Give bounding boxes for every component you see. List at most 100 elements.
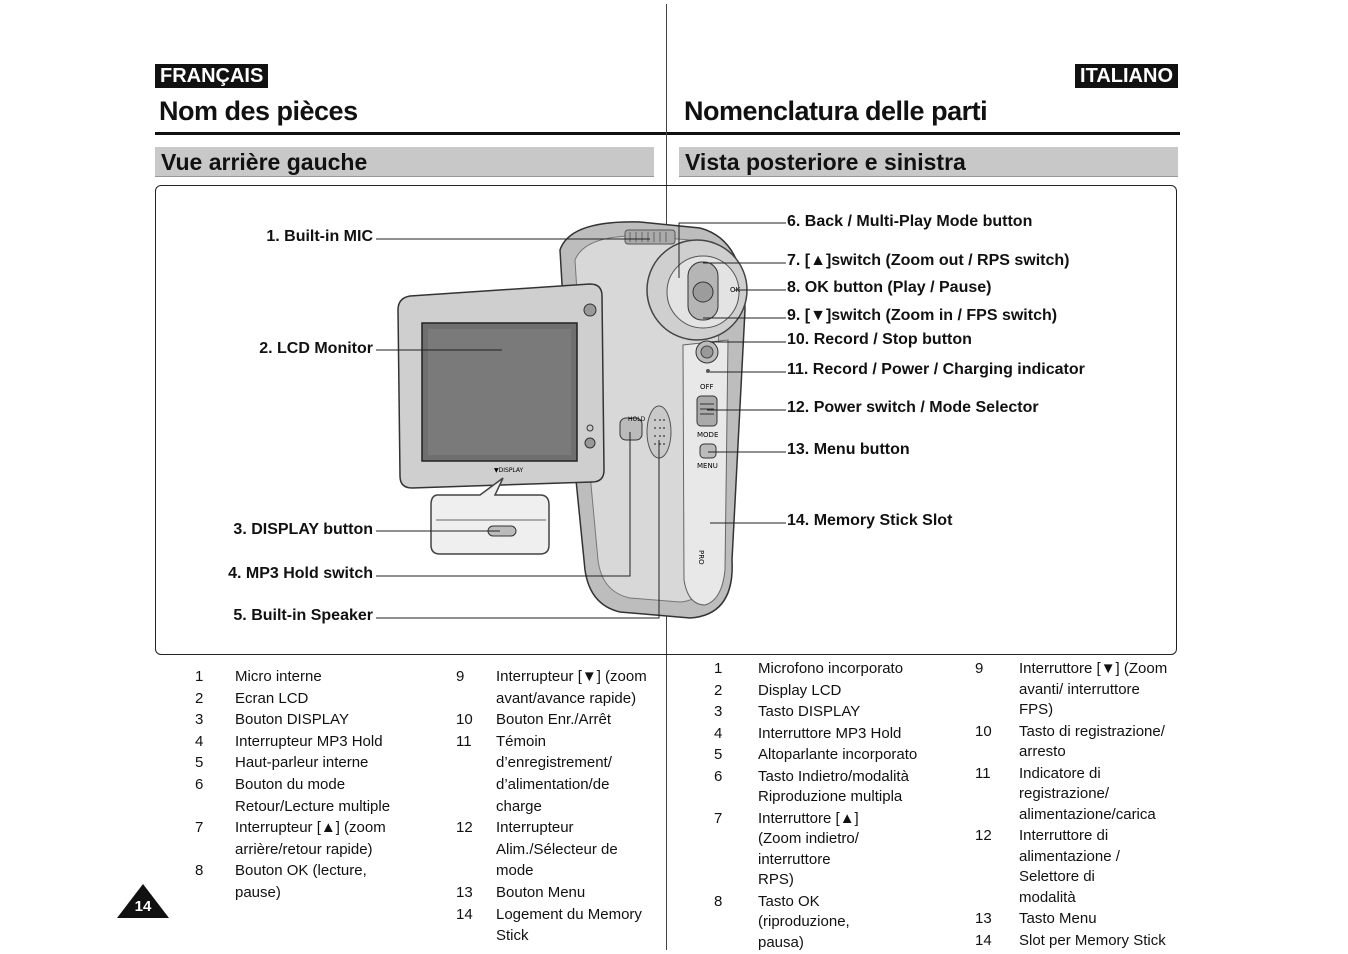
item-text: Display LCD bbox=[758, 681, 842, 699]
item-number: 1 bbox=[714, 660, 723, 677]
item-text: Interruttore di alimentazione / Selettor… bbox=[1019, 827, 1120, 906]
item-number: 4 bbox=[714, 724, 723, 742]
item-number: 3 bbox=[714, 703, 723, 720]
item-text: Bouton Enr./Arrêt bbox=[496, 711, 612, 729]
item-text: Interrupteur [▼] (zoom avant/avance rapi… bbox=[496, 668, 647, 707]
list-item: 10 Tasto di registrazione/ arresto bbox=[975, 722, 1175, 763]
display-text: ▼DISPLAY bbox=[494, 467, 524, 474]
label-built-in-mic: 1. Built-in MIC bbox=[266, 228, 373, 245]
label-lcd-monitor: 2. LCD Monitor bbox=[259, 340, 373, 357]
item-text: Bouton OK (lecture, pause) bbox=[235, 862, 367, 901]
item-text: Interruttore [▼] (Zoom avanti/ interrutt… bbox=[1019, 660, 1168, 718]
lang-badge-italian: ITALIANO bbox=[1075, 64, 1178, 88]
figure-frame bbox=[155, 185, 1177, 655]
list-item: 4 Interruttore MP3 Hold bbox=[714, 724, 924, 745]
list-item: 13 Bouton Menu bbox=[456, 882, 656, 904]
label-display-button: 3. DISPLAY button bbox=[233, 521, 373, 538]
item-number: 13 bbox=[975, 910, 992, 927]
list-item: 3 Tasto DISPLAY bbox=[714, 702, 924, 723]
item-number: 8 bbox=[714, 892, 723, 910]
label-mp3-hold-switch: 4. MP3 Hold switch bbox=[228, 565, 373, 582]
title-rule-right bbox=[667, 132, 1180, 135]
item-number: 13 bbox=[456, 883, 473, 901]
list-item: 12 Interruttore di alimentazione / Selett… bbox=[975, 826, 1175, 908]
page-number-badge: 14 bbox=[117, 884, 169, 918]
label-menu-button: 13. Menu button bbox=[787, 441, 910, 458]
item-number: 6 bbox=[195, 775, 204, 793]
list-item: 4 Interrupteur MP3 Hold bbox=[195, 731, 405, 753]
item-number: 10 bbox=[975, 722, 992, 740]
item-text: Interruttore MP3 Hold bbox=[758, 724, 902, 742]
item-text: Altoparlante incorporato bbox=[758, 746, 918, 763]
list-item: 6 Bouton du mode Retour/Lecture multiple bbox=[195, 774, 405, 817]
item-text: Ecran LCD bbox=[235, 689, 309, 707]
item-text: Microfono incorporato bbox=[758, 660, 904, 677]
list-item: 2 Ecran LCD bbox=[195, 688, 405, 710]
item-number: 8 bbox=[195, 862, 204, 880]
item-number: 2 bbox=[714, 681, 723, 699]
section-subtitle-italian: Vista posteriore e sinistra bbox=[679, 147, 1178, 177]
item-text: Interrupteur Alim./Sélecteur de mode bbox=[496, 819, 618, 880]
item-text: Tasto DISPLAY bbox=[758, 703, 861, 720]
item-text: Bouton Menu bbox=[496, 883, 586, 901]
mode-text: MODE bbox=[697, 431, 718, 439]
list-item: 11 Témoin d’enregistrement/ d’alimentatio… bbox=[456, 731, 656, 817]
page-number: 14 bbox=[135, 898, 152, 915]
menu-text: MENU bbox=[697, 462, 718, 470]
item-number: 3 bbox=[195, 711, 204, 729]
item-text: Interrupteur [▲] (zoom arrière/retour ra… bbox=[235, 819, 386, 858]
label-power-switch: 12. Power switch / Mode Selector bbox=[787, 399, 1039, 416]
list-item: 10 Bouton Enr./Arrêt bbox=[456, 709, 656, 731]
item-text: Interrupteur MP3 Hold bbox=[235, 732, 383, 750]
item-text: Tasto Indietro/modalità Riproduzione mul… bbox=[758, 767, 909, 806]
label-zoom-in-switch: 9. [▼]switch (Zoom in / FPS switch) bbox=[787, 307, 1058, 324]
item-number: 11 bbox=[456, 732, 472, 750]
item-text: Micro interne bbox=[235, 668, 322, 685]
item-text: Bouton DISPLAY bbox=[235, 711, 349, 729]
section-subtitle-french: Vue arrière gauche bbox=[155, 147, 654, 177]
list-item: 13 Tasto Menu bbox=[975, 909, 1175, 930]
list-item: 8 Bouton OK (lecture, pause) bbox=[195, 860, 405, 903]
list-item: 14 Slot per Memory Stick bbox=[975, 931, 1175, 952]
page-title-italian: Nomenclatura delle parti bbox=[684, 96, 988, 126]
item-text: Témoin d’enregistrement/ d’alimentation/… bbox=[496, 732, 612, 815]
item-number: 2 bbox=[195, 689, 204, 707]
item-text: Bouton du mode Retour/Lecture multiple bbox=[235, 775, 391, 815]
pro-text: PRO bbox=[697, 550, 705, 565]
item-text: Tasto Menu bbox=[1019, 910, 1097, 927]
label-memory-stick-slot: 14. Memory Stick Slot bbox=[787, 512, 953, 529]
item-text: Interruttore [▲] (Zoom indietro/ interru… bbox=[758, 809, 859, 889]
list-item: 1 Microfono incorporato bbox=[714, 659, 924, 680]
item-number: 10 bbox=[456, 711, 473, 729]
item-number: 5 bbox=[195, 754, 204, 772]
item-number: 4 bbox=[195, 732, 204, 750]
label-ok-button: 8. OK button (Play / Pause) bbox=[787, 279, 992, 296]
label-back-button: 6. Back / Multi-Play Mode button bbox=[787, 213, 1033, 230]
list-item: 12 Interrupteur Alim./Sélecteur de mode bbox=[456, 817, 656, 882]
list-item: 3 Bouton DISPLAY bbox=[195, 709, 405, 731]
item-number: 12 bbox=[975, 827, 992, 844]
title-rule-left bbox=[155, 132, 666, 135]
hold-text: HOLD bbox=[628, 416, 646, 423]
camcorder-illustration: OK OFF MODE MENU PRO HOLD ▼DISPLAY bbox=[376, 221, 786, 619]
item-number: 11 bbox=[975, 764, 991, 782]
item-text: Slot per Memory Stick bbox=[1019, 931, 1166, 949]
item-text: Tasto di registrazione/ arresto bbox=[1019, 722, 1165, 761]
item-number: 14 bbox=[456, 905, 473, 923]
item-number: 14 bbox=[975, 931, 992, 949]
lang-badge-french: FRANÇAIS bbox=[155, 64, 269, 88]
item-number: 12 bbox=[456, 819, 473, 837]
